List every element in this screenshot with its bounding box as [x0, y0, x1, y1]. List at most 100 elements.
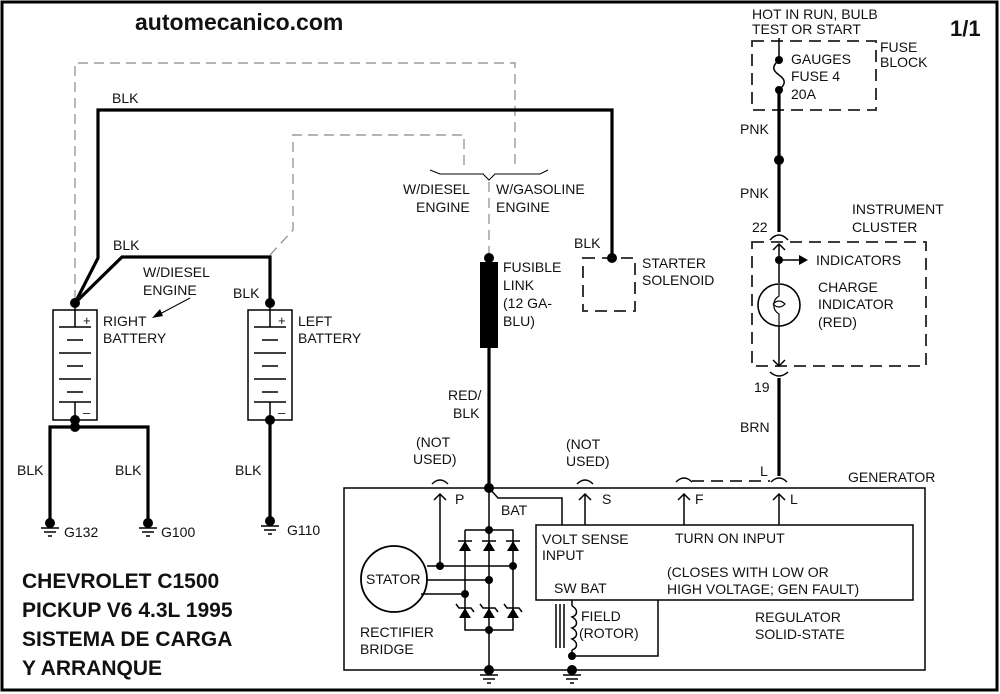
wire-label-blk-mid: BLK [113, 237, 140, 253]
ground-terminal [143, 518, 153, 528]
right-battery-label-2: BATTERY [103, 330, 167, 346]
fusible-link: FUSIBLE LINK (12 GA- BLU) RED/ BLK [448, 253, 561, 488]
diesel-option-wiring [74, 62, 516, 300]
volt-sense-label-2: INPUT [542, 547, 584, 563]
left-battery: +– [247, 298, 293, 425]
not-used-s-label-2: USED) [566, 453, 610, 469]
wire-label-pnk-upper: PNK [740, 121, 769, 137]
right-battery-label-1: RIGHT [103, 313, 147, 329]
diode-icon [483, 541, 495, 551]
charge-indicator-label-1: CHARGE [818, 279, 878, 295]
arrow-right-icon [799, 255, 808, 265]
battery-diesel-label-1: W/DIESEL [143, 264, 210, 280]
zener-diode-icon [459, 608, 471, 618]
arrow-icon [152, 309, 163, 318]
turn-on-input-label: TURN ON INPUT [675, 530, 785, 546]
starter-label-2: SOLENOID [642, 272, 714, 288]
generator-label: GENERATOR [848, 469, 935, 485]
title-line-2: PICKUP V6 4.3L 1995 [22, 599, 233, 622]
indicator-circuit: PNK PNK 22 INSTRUMENT CLUSTER INDICATORS… [740, 90, 944, 476]
terminal-l-label: L [790, 491, 798, 507]
wire-label-red-blk-2: BLK [453, 405, 480, 421]
page-indicator: 1/1 [950, 16, 981, 41]
wire-label-red-blk-1: RED/ [448, 387, 482, 403]
wire-label-brn: BRN [740, 419, 770, 435]
gasoline-engine-label-2: ENGINE [496, 199, 550, 215]
starter-label-1: STARTER [642, 255, 706, 271]
ground-g132 [41, 518, 59, 537]
right-battery: +– [52, 298, 98, 425]
cluster-label-1: INSTRUMENT [852, 201, 944, 217]
battery-plus-sign: + [83, 313, 91, 328]
gasoline-engine-label-1: W/GASOLINE [496, 181, 585, 197]
connector-pin-19: 19 [754, 379, 770, 395]
generator-ground-2 [563, 665, 581, 684]
battery-minus-sign: – [278, 405, 286, 420]
bat-label: BAT [501, 502, 528, 518]
fuse-supply-note-1: HOT IN RUN, BULB [752, 6, 878, 22]
battery-cables: BLK BLK BLK BLK [73, 90, 614, 305]
regulator-label-1: REGULATOR [755, 609, 841, 625]
fuse-block: HOT IN RUN, BULB TEST OR START FUSE BLOC… [751, 6, 928, 111]
field-label-1: FIELD [581, 608, 621, 624]
regulator-label-2: SOLID-STATE [755, 626, 845, 642]
terminal-f-label: F [695, 491, 704, 507]
left-battery-label-2: BATTERY [298, 330, 362, 346]
fuse-block-label-2: BLOCK [880, 54, 928, 70]
title-line-3: SISTEMA DE CARGA [22, 628, 232, 651]
title-line-4: Y ARRANQUE [22, 657, 162, 680]
wire-label-blk-top: BLK [112, 90, 139, 106]
title-block: CHEVROLET C1500 PICKUP V6 4.3L 1995 SIST… [22, 570, 233, 680]
connector-pin-22: 22 [752, 219, 768, 235]
rectifier-label-1: RECTIFIER [360, 624, 434, 640]
ground-label-g110: G110 [287, 522, 320, 538]
not-used-p-label-2: USED) [413, 451, 457, 467]
battery-diesel-note: W/DIESEL ENGINE [143, 264, 210, 318]
battery-diesel-label-2: ENGINE [143, 282, 197, 298]
zener-diode-icon [483, 608, 495, 618]
wire-label-blk-g110: BLK [235, 462, 262, 478]
left-battery-label-1: LEFT [298, 313, 333, 329]
indicators-label: INDICATORS [816, 252, 901, 268]
generator-ground-1 [480, 665, 498, 684]
ground-wiring: BLK BLK BLK [17, 420, 272, 520]
terminal-s-label: S [602, 491, 611, 507]
wire-label-blk-g132: BLK [17, 462, 44, 478]
not-used-s-label-1: (NOT [566, 436, 601, 452]
generator: GENERATOR (NOT USED) P (NOT USED) S L F … [343, 434, 935, 673]
sw-bat-label: SW BAT [554, 580, 607, 596]
field-label-2: (ROTOR) [579, 625, 639, 641]
stator-label: STATOR [366, 571, 420, 587]
volt-sense-label-1: VOLT SENSE [542, 531, 629, 547]
battery-minus-sign: – [83, 405, 91, 420]
fuse-block-label-1: FUSE [880, 39, 917, 55]
not-used-p-label-1: (NOT [416, 434, 451, 450]
ground-g100 [139, 518, 157, 537]
wire-label-blk-left-batt: BLK [233, 285, 260, 301]
diode-icon [459, 541, 471, 551]
ground-terminal [45, 518, 55, 528]
ground-terminal [567, 665, 577, 675]
closes-note-1: (CLOSES WITH LOW OR [667, 564, 829, 580]
fusible-link-label-2: LINK [503, 277, 535, 293]
charge-indicator-label-2: INDICATOR [818, 296, 894, 312]
ground-g110 [261, 516, 279, 535]
diode-icon [507, 541, 519, 551]
ground-label-g100: G100 [161, 524, 195, 540]
fuse-label-2: FUSE 4 [791, 68, 840, 84]
starter-solenoid: STARTER SOLENOID [582, 253, 714, 312]
stator-icon [360, 545, 428, 613]
rectifier-diodes [455, 540, 523, 618]
fusible-link-label-3: (12 GA- [503, 295, 552, 311]
title-line-1: CHEVROLET C1500 [22, 570, 219, 593]
wire-label-blk-g100: BLK [115, 462, 142, 478]
closes-note-2: HIGH VOLTAGE; GEN FAULT) [667, 581, 859, 597]
rectifier-bridge [421, 488, 517, 673]
battery-plus-sign: + [278, 313, 286, 328]
fuse-supply-note-2: TEST OR START [752, 21, 861, 37]
ground-terminal [484, 665, 494, 675]
fuse-label-1: GAUGES [791, 51, 851, 67]
terminal-p-label: P [455, 491, 464, 507]
